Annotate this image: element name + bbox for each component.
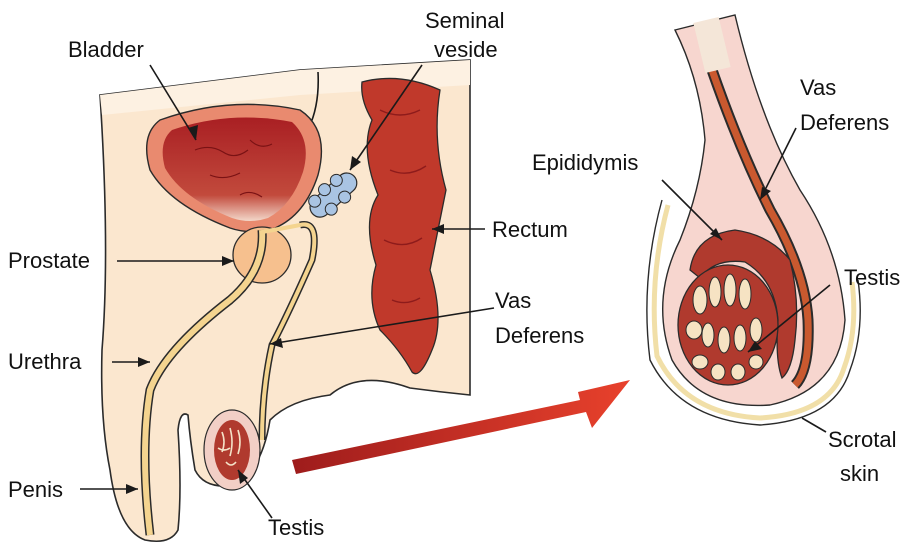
- label-vas-left-line1: Vas: [495, 288, 531, 313]
- label-urethra: Urethra: [8, 349, 82, 374]
- label-rectum: Rectum: [492, 217, 568, 242]
- label-vas-right-line1: Vas: [800, 75, 836, 100]
- sagittal-section: [100, 60, 470, 541]
- cord-top: [706, 20, 718, 70]
- label-vas-right-line2: Deferens: [800, 110, 889, 135]
- label-epididymis: Epididymis: [532, 150, 638, 175]
- label-testis-right: Testis: [844, 265, 900, 290]
- label-bladder: Bladder: [68, 37, 144, 62]
- label-prostate: Prostate: [8, 248, 90, 273]
- label-vas-left-line2: Deferens: [495, 323, 584, 348]
- label-seminal-line1: Seminal: [425, 8, 504, 33]
- label-testis-bottom: Testis: [268, 515, 324, 540]
- label-penis: Penis: [8, 477, 63, 502]
- label-scrotal-line1: Scrotal: [828, 427, 896, 452]
- label-scrotal-line2: skin: [840, 461, 879, 486]
- label-seminal-line2: veside: [434, 37, 498, 62]
